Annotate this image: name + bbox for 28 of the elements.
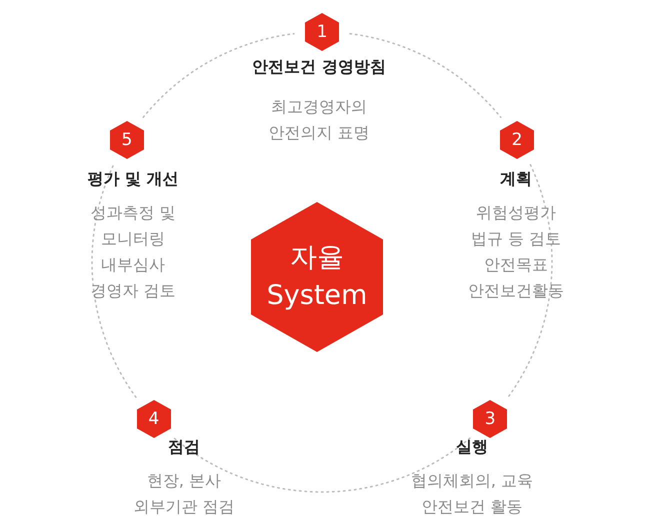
- step-heading: 평가 및 개선: [87, 168, 179, 190]
- number-badge: 1: [305, 13, 339, 51]
- dotted-connector: [507, 164, 553, 398]
- step-description: 안전보건 활동: [421, 496, 523, 518]
- step-description: 현장, 본사: [146, 470, 222, 492]
- step-heading: 안전보건 경영방침: [252, 56, 386, 78]
- step-description: 법규 등 검토: [470, 228, 562, 250]
- dotted-connector: [142, 32, 295, 118]
- step-description: 위험성평가: [476, 202, 556, 224]
- step-heading: 계획: [500, 168, 532, 190]
- step-heading: 실행: [456, 436, 488, 458]
- number-badge: 4: [136, 400, 171, 438]
- number-badge: 2: [500, 121, 534, 160]
- step-description: 경영자 검토: [90, 280, 176, 302]
- dotted-connector: [173, 437, 471, 492]
- number-badge: 5: [110, 121, 144, 160]
- step-description: 안전보건활동: [468, 280, 564, 302]
- step-description: 안전목표: [484, 254, 548, 276]
- number-badge: 3: [473, 400, 508, 438]
- dotted-connector: [349, 32, 502, 118]
- step-description: 외부기관 점검: [133, 496, 235, 518]
- step-description: 성과측정 및 모니터링: [89, 202, 177, 250]
- step-description: 내부심사: [101, 254, 165, 276]
- center-hexagon: 자율 System: [251, 202, 383, 352]
- step-description: 협의체회의, 교육: [410, 470, 534, 492]
- step-description: 최고경영자의 안전의지 표명: [267, 96, 371, 144]
- step-heading: 점검: [168, 436, 200, 458]
- dotted-connector: [91, 164, 137, 398]
